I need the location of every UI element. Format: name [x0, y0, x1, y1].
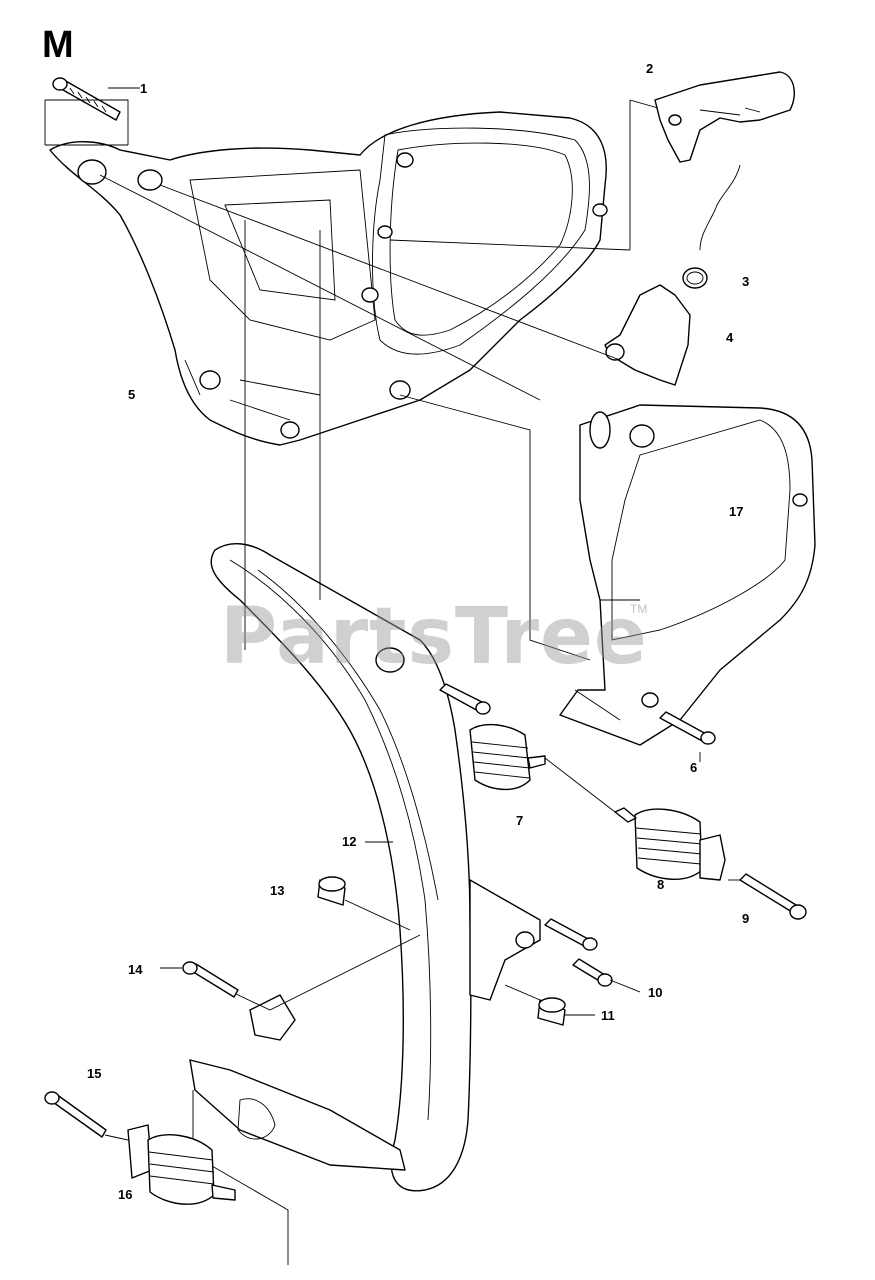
callout-17: 17 — [729, 504, 744, 519]
spring-8 — [614, 807, 726, 881]
watermark-tm: TM — [630, 602, 648, 616]
screw-14 — [182, 961, 239, 998]
spring-7 — [439, 683, 546, 791]
screw-6 — [659, 711, 716, 745]
handle-cover — [559, 404, 816, 746]
callout-10: 10 — [648, 985, 663, 1000]
callout-6: 6 — [690, 760, 698, 775]
screw-15 — [44, 1091, 107, 1138]
callout-3: 3 — [742, 274, 750, 289]
screw-10 — [544, 918, 613, 987]
callout-15: 15 — [87, 1066, 102, 1081]
callout-5: 5 — [128, 387, 136, 402]
section-letter: M — [42, 24, 74, 66]
callout-13: 13 — [270, 883, 285, 898]
callout-14: 14 — [128, 962, 143, 977]
callout-2: 2 — [646, 61, 654, 76]
callout-1: 1 — [140, 81, 148, 96]
throttle-trigger — [629, 71, 796, 250]
spring-16 — [127, 1124, 236, 1205]
callout-7: 7 — [516, 813, 524, 828]
screw-1 — [44, 77, 129, 146]
throttle-lockout — [604, 284, 691, 386]
callout-16: 16 — [118, 1187, 133, 1202]
callout-11: 11 — [601, 1008, 615, 1023]
trigger-spring — [682, 164, 741, 289]
screw-9 — [739, 873, 807, 920]
callout-9: 9 — [742, 911, 750, 926]
callout-12: 12 — [342, 834, 357, 849]
rear-handle-housing — [49, 111, 608, 446]
watermark: PartsTree — [220, 592, 648, 682]
callout-4: 4 — [726, 330, 734, 345]
buffer-13 — [317, 876, 346, 906]
front-handle-bar — [189, 543, 541, 1265]
callout-8: 8 — [657, 877, 665, 892]
buffer-11 — [537, 997, 566, 1026]
leader-lines — [99, 87, 740, 1141]
